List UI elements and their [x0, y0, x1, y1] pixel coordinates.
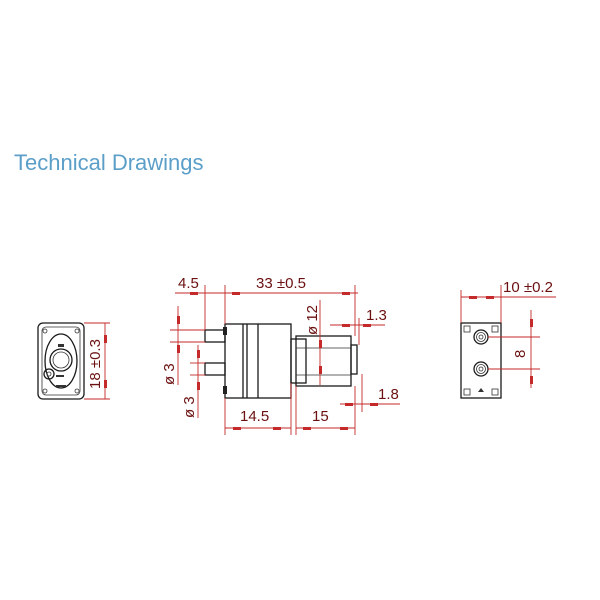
shaft-diameter-dim: ø 12	[304, 305, 321, 335]
end-offset-dim: 1.8	[378, 386, 399, 403]
terminal-spacing-dim: 8	[512, 350, 529, 358]
end-cap-dim: 1.3	[366, 307, 387, 324]
rear-view: 10 ±0.2 8	[460, 279, 556, 399]
overall-length-dim: 33 ±0.5	[256, 275, 306, 292]
pump-head-length-dim: 14.5	[240, 408, 269, 425]
page-title: Technical Drawings	[14, 150, 204, 175]
motor-length-dim: 15	[312, 408, 329, 425]
port2-diameter-dim: ø 3	[181, 396, 198, 418]
inlet-offset-dim: 4.5	[178, 275, 199, 292]
port1-diameter-dim: ø 3	[161, 363, 178, 385]
side-view: 4.5 33 ±0.5 1.3 ø 12 ø 3 ø 3	[161, 275, 400, 435]
front-view: 18 ±0.3	[37, 322, 110, 400]
rear-width-dim: 10 ±0.2	[503, 279, 553, 296]
front-height-dim: 18 ±0.3	[87, 339, 104, 389]
